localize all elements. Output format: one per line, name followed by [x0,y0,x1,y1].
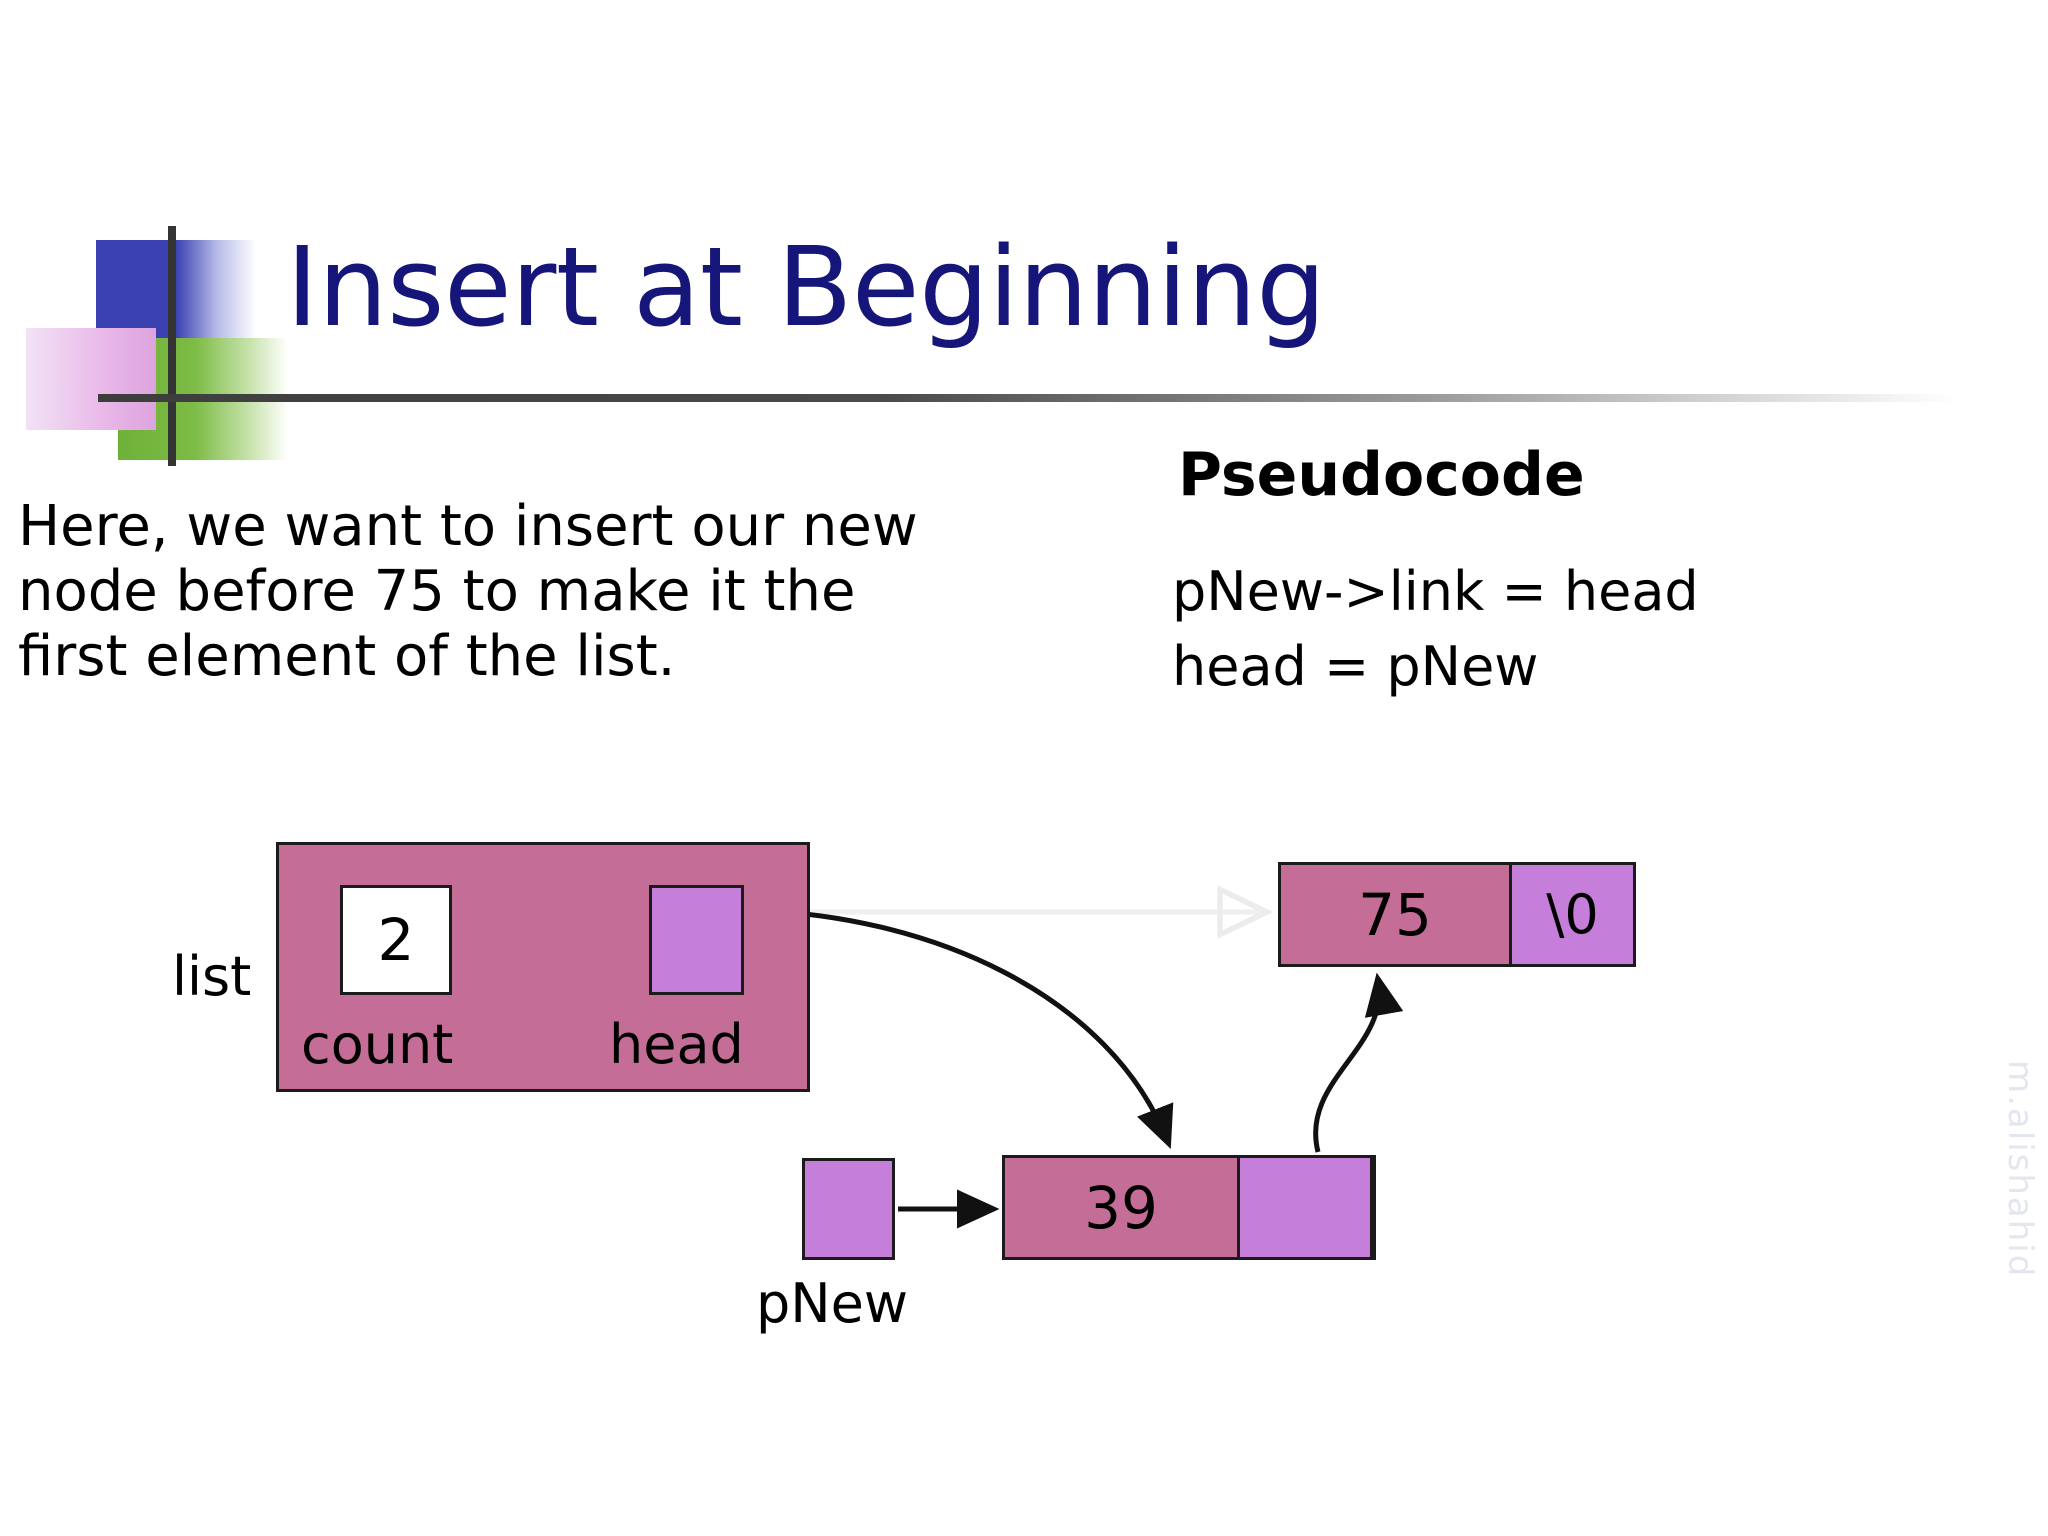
title-divider-rule [98,394,1958,402]
arrow-node39-to-node75 [1313,972,1404,1153]
pnew-label: pNew [756,1272,909,1335]
list-head-structure: 2 count head [276,842,810,1092]
deco-pink-square [26,328,156,430]
arrow-head-to-node39 [741,907,1174,1149]
linked-list-diagram: list 2 count head 75 \0 pNew 39 [0,780,2048,1400]
pseudocode-heading: Pseudocode [1178,440,1585,510]
pnew-pointer-cell [802,1158,895,1260]
diagram-arrows [741,780,1404,1229]
page-title: Insert at Beginning [286,223,1326,351]
node-75-data: 75 [1281,865,1512,964]
pseudocode-line-1: pNew->link = head [1172,560,1699,623]
deco-vertical-rule [168,226,176,466]
body-line-3: first element of the list. [18,623,676,689]
node-39-data: 39 [1005,1158,1240,1257]
list-count-cell: 2 [340,885,452,995]
list-variable-label: list [172,945,252,1008]
pseudocode-block: pNew->link = head head = pNew [1172,555,1699,704]
list-head-pointer-cell [649,885,744,995]
body-line-2: node before 75 to make it the [18,558,856,624]
node-39: 39 [1002,1155,1376,1260]
pseudocode-line-2: head = pNew [1172,634,1539,698]
body-line-1: Here, we want to insert our new [18,494,918,559]
node-75: 75 \0 [1278,862,1636,967]
body-paragraph: Here, we want to insert our new node bef… [18,494,1098,690]
author-watermark: m.alishahid [2000,1060,2040,1279]
list-count-label: count [301,1013,454,1076]
node-75-link: \0 [1512,865,1633,964]
node-39-link [1240,1158,1373,1257]
list-head-label: head [609,1013,744,1076]
